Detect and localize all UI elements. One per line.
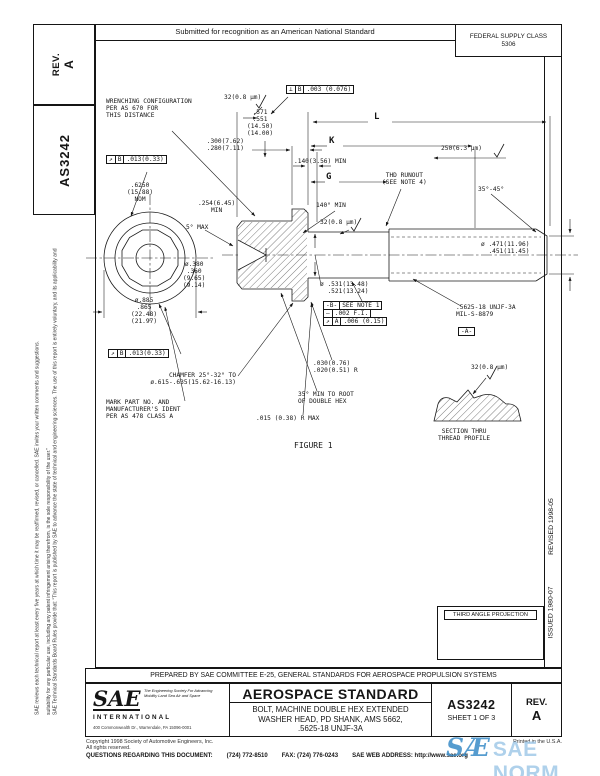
datum-b-callout-stack: -B- SEE NOTE 1 — .002 F.I. ↗ A .006 (0.1… [323,301,388,326]
sae-watermark-logo: SÆ [446,733,490,762]
washer-thickness-dim: .300(7.62) .280(7.11) [206,138,244,152]
revised-date: REVISED 1998-05 [547,497,555,555]
radius-max-dim: .015 (0.38) R MAX [256,415,320,422]
shank-diameter-dim: ø .531(13.48) .521(13.24) [320,281,369,295]
surface-finish-32-shank: 32(0.8 μm) [320,219,358,226]
document-number-cell: AS3242 SHEET 1 OF 3 [432,684,513,736]
fcf-perp-tolerance: .003 (0.076) [303,85,355,94]
fcf-runout-a-tolerance: .006 (0.15) [340,317,388,326]
standard-title: BOLT, MACHINE DOUBLE HEX EXTENDED WASHER… [252,705,409,733]
fcf-runout-face: ↗ B .013(0.33) [108,349,169,358]
surface-finish-250: 250(6.3 μm) [441,145,482,152]
head-diameter-dim: ø.885 .865 (22.48) (21.97) [131,297,158,325]
marking-note: MARK PART NO. AND MANUFACTURER'S IDENT P… [106,399,181,420]
sae-tagline: The Engineering Society For Advancing Mo… [144,688,213,698]
pilot-diameter-dim: ø.380 .360 (9.65) (9.14) [183,261,206,289]
dim-letter-L: L [374,112,380,122]
chamfer-note: CHAMFER 25°-32° TO ø.615-.635(15.62-16.1… [150,372,236,386]
third-angle-projection-box: THIRD ANGLE PROJECTION [437,606,544,660]
revision-cell: REV. A [512,684,561,736]
sae-norm-text: SAE NORM [492,738,560,776]
contact-line: QUESTIONS REGARDING THIS DOCUMENT: (724)… [86,753,562,759]
questions-label: QUESTIONS REGARDING THIS DOCUMENT: [86,753,213,759]
fillet-radius-dim: .030(0.76) .020(0.51) R [313,360,358,374]
fcf-runout-head-tolerance: .013(0.33) [123,155,167,164]
disclaimer-paragraph-2: SAE reviews each technical report at lea… [34,341,41,715]
wrench-flats-dim: .6250 (15.88) NOM [127,182,154,203]
dim-letter-G: G [326,172,332,182]
head-cone-angle-dim: 140° MIN [316,202,346,209]
document-number: AS3242 [447,698,496,712]
phone-number: (724) 772-8510 [226,753,268,759]
section-label: SECTION THRU THREAD PROFILE [438,428,491,442]
sae-logo: SAE [93,686,141,711]
fcf-runout-face-tolerance: .013(0.33) [125,349,169,358]
thread-spec-note: .5625-18 UNJF-3A MIL-S-8879 [456,304,516,318]
margin-rev-box: REV. A [33,24,95,105]
disclaimer-paragraph-1: SAE Technical Standards Board Rules prov… [46,248,59,715]
legal-disclaimer: SAE Technical Standards Board Rules prov… [33,243,59,715]
taper-angle-dim: 5° MAX [186,224,209,231]
sheet-number: SHEET 1 OF 3 [447,713,496,722]
federal-supply-class-box: FEDERAL SUPPLY CLASS 5306 [455,24,562,57]
third-angle-projection-label: THIRD ANGLE PROJECTION [444,610,537,620]
datum-a-flag: -A- [458,327,476,336]
sae-norm-watermark: SÆ SAE NORM INTERNATIONAL [446,735,598,776]
printed-note: Printed in the U.S.A. [513,739,562,745]
revision-label: REV. [525,697,548,708]
sae-logo-cell: SAE The Engineering Society For Advancin… [86,684,231,736]
root-angle-note: 35° MIN TO ROOT OF DOUBLE HEX [298,391,354,405]
figure-caption: FIGURE 1 [294,441,333,450]
submitted-underline [95,40,455,41]
minor-diameter-dim: ø .471(11.96) .451(11.45) [481,241,530,255]
issued-date: ISSUED 1980-07 [547,585,555,639]
margin-doc-number-box: AS3242 [33,105,95,215]
submitted-note: Submitted for recognition as an American… [175,27,375,36]
prepared-by-bar: PREPARED BY SAE COMMITTEE E-25, GENERAL … [85,668,562,683]
web-address: SAE WEB ADDRESS: http://www.sae.org [352,753,468,759]
surface-finish-32-section: 32(0.8 μm) [471,364,509,371]
sae-international: INTERNATIONAL [93,714,172,721]
end-chamfer-angle-dim: 35°-45° [478,186,505,193]
wrenching-configuration-note: WRENCHING CONFIGURATION PER AS 670 FOR T… [106,98,192,119]
drawing-frame [95,24,562,668]
fcf-runout-head: ↗ B .013(0.33) [106,155,167,164]
revision-value: A [531,708,542,723]
wrench-depth-dim: .254(6.45) MIN [198,200,236,214]
fcf-perpendicularity: ⊥ B .003 (0.076) [286,85,355,94]
full-thread-dim: .140(3.56) MIN [294,158,347,165]
datum-a-flag-box: -A- [458,327,476,336]
head-height-dim: .571 .551 (14.50) (14.00) [247,109,274,137]
dim-letter-K: K [329,136,335,146]
issued-strip-divider [544,24,545,668]
thread-runout-note: THD RUNOUT (SEE NOTE 4) [382,172,427,186]
standard-title-cell: AEROSPACE STANDARD BOLT, MACHINE DOUBLE … [230,684,432,736]
surface-finish-32-top: 32(0.8 μm) [224,94,262,101]
fax-number: FAX: (724) 776-0243 [281,753,339,759]
standard-kind: AEROSPACE STANDARD [230,684,431,703]
sae-address: 400 Commonwealth Dr., Warrendale, PA 150… [93,725,192,730]
fsc-label: FEDERAL SUPPLY CLASS [469,32,548,40]
rights-line: All rights reserved. [86,745,131,752]
title-block: SAE The Engineering Society For Advancin… [85,683,562,737]
fsc-code: 5306 [501,40,516,48]
copyright-notice: Copyright 1998 Society of Automotive Eng… [86,739,213,752]
copyright-line: Copyright 1998 Society of Automotive Eng… [86,739,214,745]
